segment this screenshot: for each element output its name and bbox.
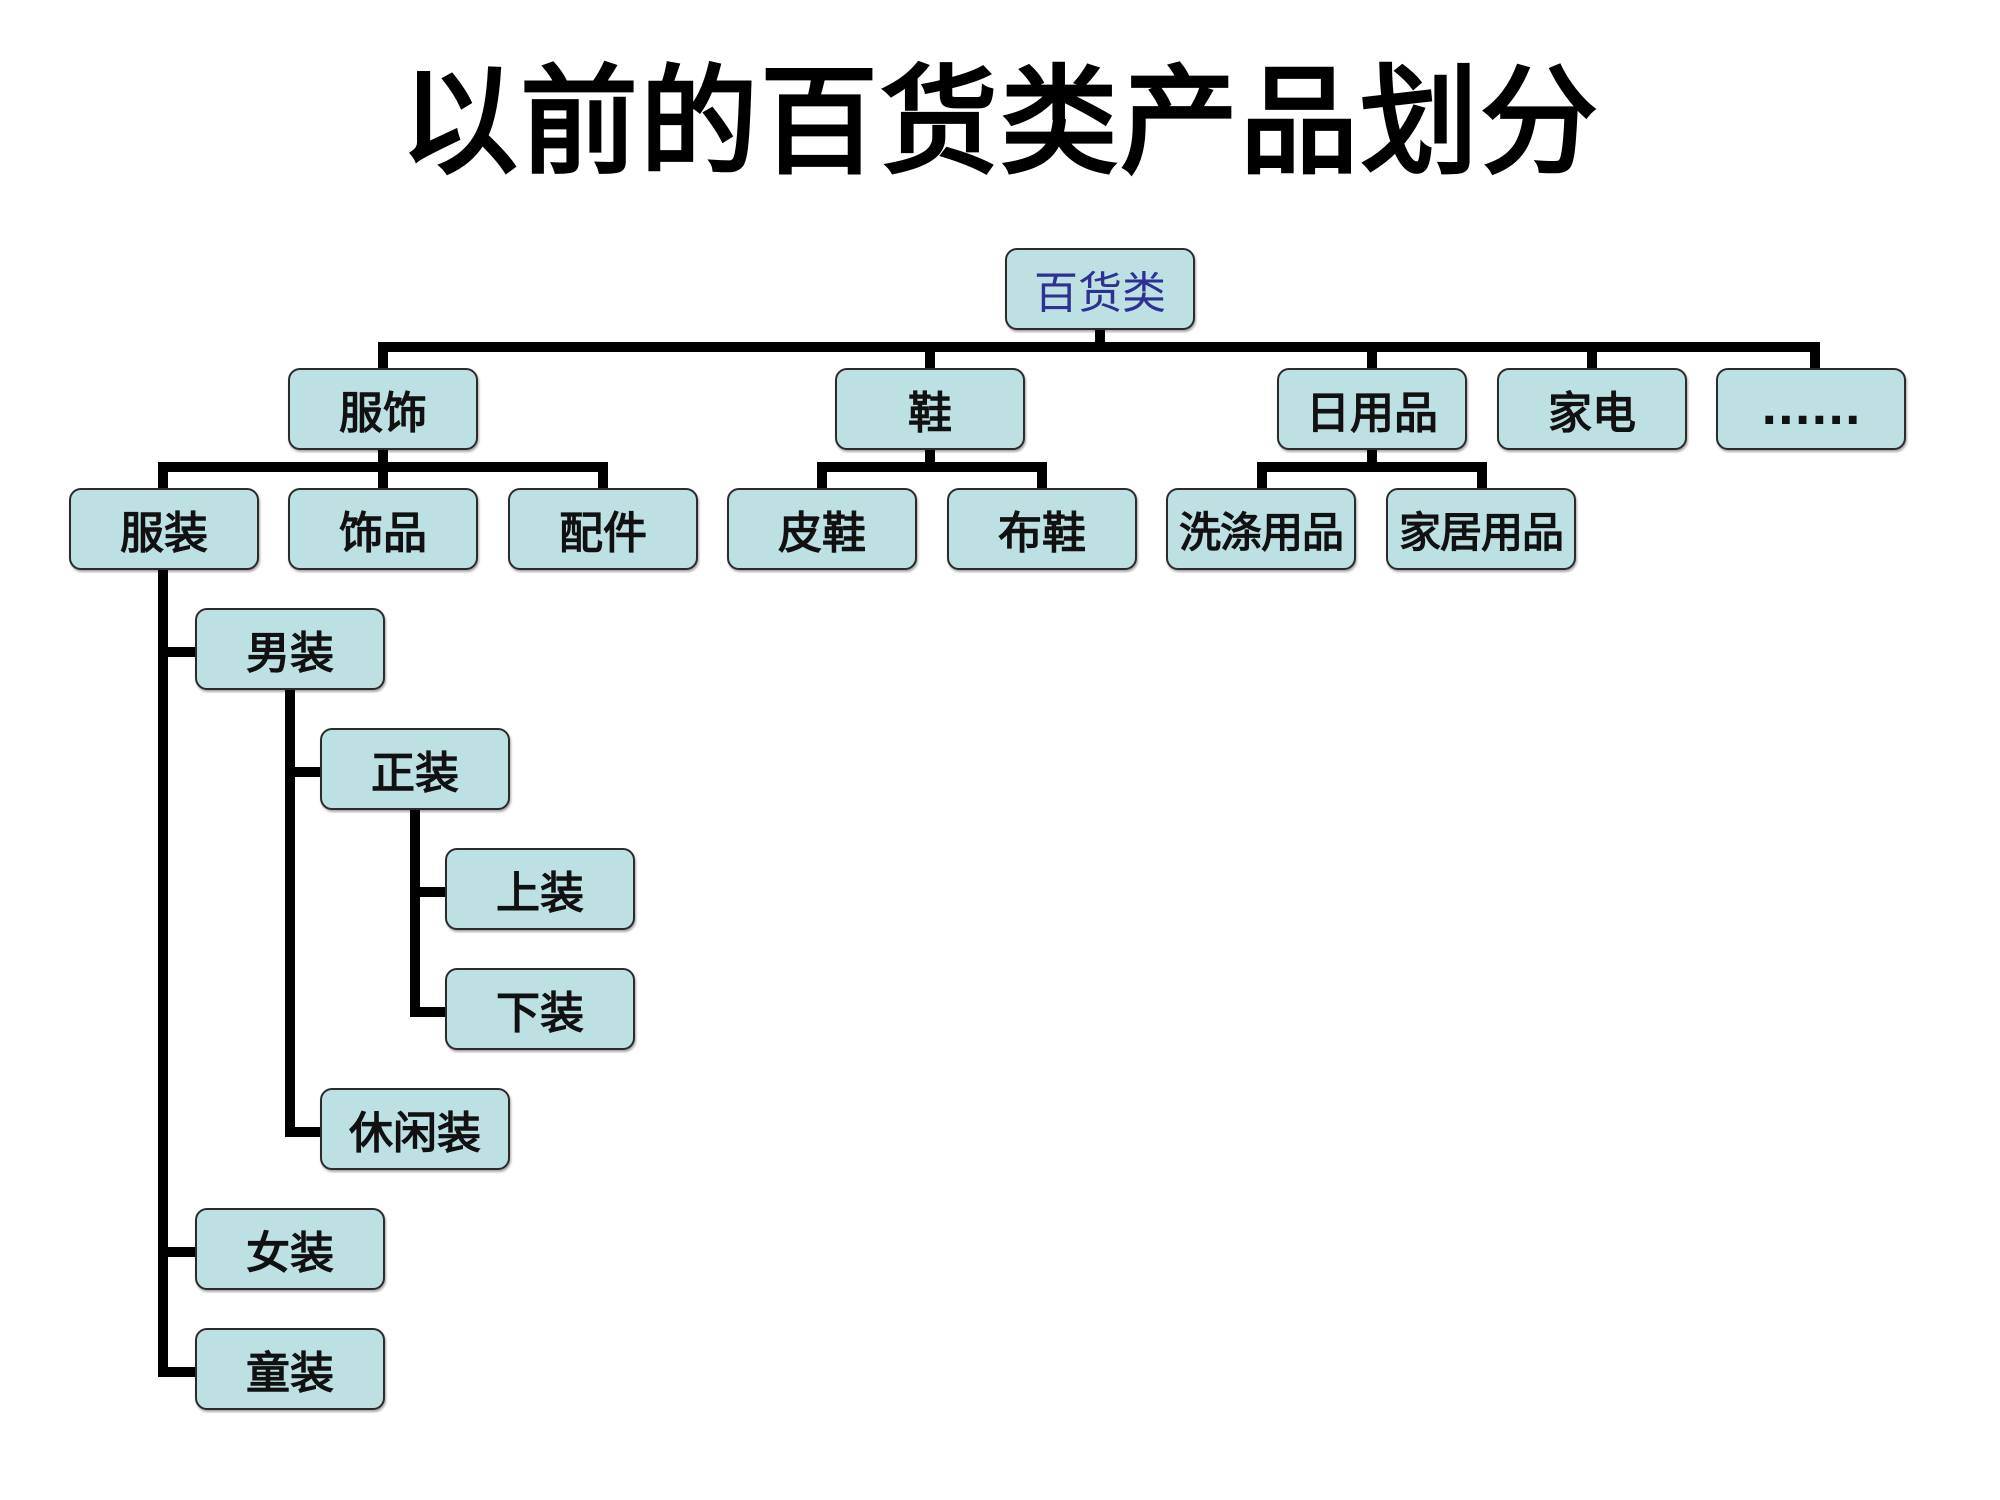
- node-tops[interactable]: 上装: [445, 848, 635, 930]
- node-daily[interactable]: 日用品: [1277, 368, 1467, 450]
- node-bottoms[interactable]: 下装: [445, 968, 635, 1050]
- node-cloth-shoes[interactable]: 布鞋: [947, 488, 1137, 570]
- node-apparel[interactable]: 服饰: [288, 368, 478, 450]
- connector-men: [285, 687, 325, 1137]
- node-formal-wear[interactable]: 正装: [320, 728, 510, 810]
- node-washing-products[interactable]: 洗涤用品: [1166, 488, 1356, 570]
- node-shoes[interactable]: 鞋: [835, 368, 1025, 450]
- node-appliances[interactable]: 家电: [1497, 368, 1687, 450]
- node-menswear[interactable]: 男装: [195, 608, 385, 690]
- node-childrenswear[interactable]: 童装: [195, 1328, 385, 1410]
- node-accessories[interactable]: 饰品: [288, 488, 478, 570]
- node-clothing[interactable]: 服装: [69, 488, 259, 570]
- node-womenswear[interactable]: 女装: [195, 1208, 385, 1290]
- node-parts[interactable]: 配件: [508, 488, 698, 570]
- connector-clothing: [158, 567, 200, 1377]
- connector-shoes: [817, 445, 1047, 495]
- node-casual-wear[interactable]: 休闲装: [320, 1088, 510, 1170]
- connector-formal: [410, 807, 450, 1017]
- page-title: 以前的百货类产品划分: [399, 53, 1600, 191]
- node-more[interactable]: ......: [1716, 368, 1906, 450]
- connector-apparel: [158, 445, 608, 495]
- connector-daily: [1257, 445, 1487, 495]
- node-leather-shoes[interactable]: 皮鞋: [727, 488, 917, 570]
- node-root[interactable]: 百货类: [1005, 248, 1195, 330]
- connector-root: [378, 325, 1820, 375]
- node-household-products[interactable]: 家居用品: [1386, 488, 1576, 570]
